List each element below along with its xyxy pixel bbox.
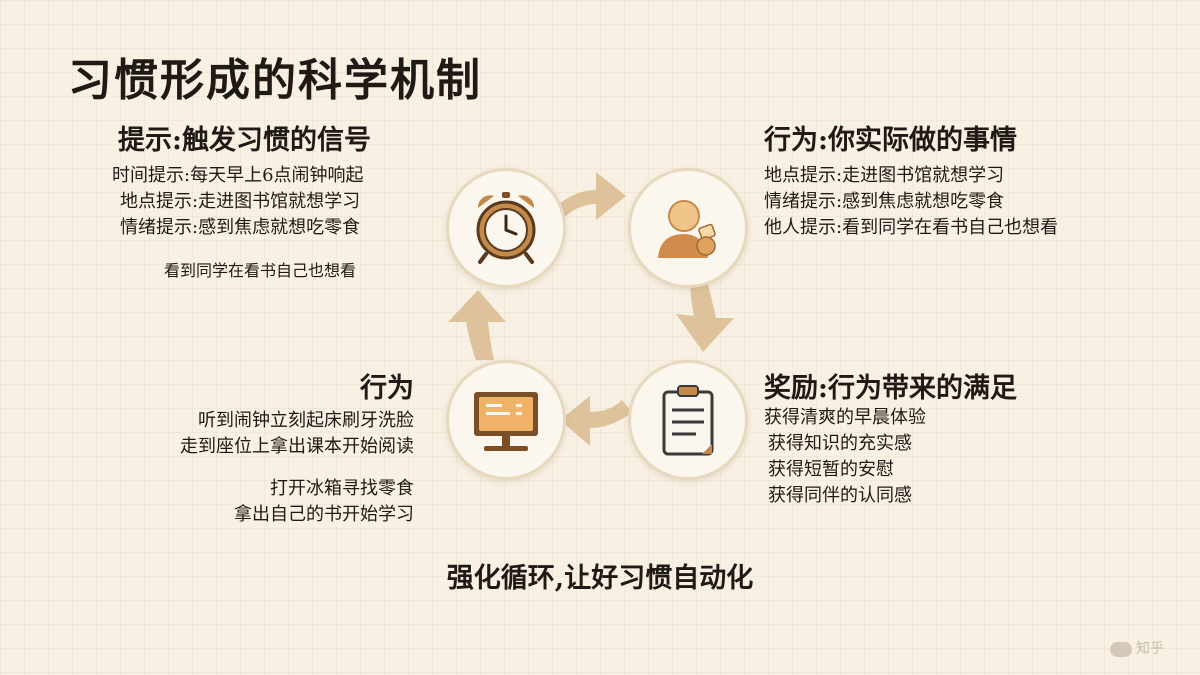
arrow-right <box>676 276 734 352</box>
action-item: 打开冰箱寻找零食 <box>270 478 414 499</box>
reward-item: 获得知识的充实感 <box>768 433 912 454</box>
footer-caption: 强化循环,让好习惯自动化 <box>446 563 754 594</box>
behavior-item: 他人提示:看到同学在看书自己也想看 <box>764 217 1059 238</box>
reward-item: 获得清爽的早晨体验 <box>764 407 926 428</box>
page-title: 习惯形成的科学机制 <box>68 55 482 106</box>
behavior-heading: 行为:你实际做的事情 <box>764 125 1017 156</box>
action-group-2: 打开冰箱寻找零食 拿出自己的书开始学习 <box>104 476 414 528</box>
behavior-item: 地点提示:走进图书馆就想学习 <box>764 165 1005 186</box>
cue-item: 情绪提示:感到焦虑就想吃零食 <box>120 217 361 238</box>
clipboard-icon <box>662 385 714 456</box>
action-item: 拿出自己的书开始学习 <box>234 504 414 525</box>
reward-item: 获得同伴的认同感 <box>768 485 912 506</box>
watermark: 知乎 <box>1110 638 1164 658</box>
monitor-icon <box>474 392 538 451</box>
reward-heading: 奖励:行为带来的满足 <box>764 373 1017 404</box>
reward-icon-circle <box>628 360 748 480</box>
behavior-list: 地点提示:走进图书馆就想学习 情绪提示:感到焦虑就想吃零食 他人提示:看到同学在… <box>764 163 1058 241</box>
action-icon-circle <box>446 360 566 480</box>
behavior-icon-circle <box>628 168 748 288</box>
watermark-text: 知乎 <box>1136 641 1164 657</box>
reward-item: 获得短暂的安慰 <box>768 459 894 480</box>
action-heading: 行为 <box>360 373 414 404</box>
arrow-left <box>448 290 506 360</box>
arrow-top <box>550 172 626 222</box>
alarm-clock-icon <box>476 192 536 264</box>
cue-extra: 看到同学在看书自己也想看 <box>164 261 357 280</box>
behavior-item: 情绪提示:感到焦虑就想吃零食 <box>764 191 1005 212</box>
action-item: 走到座位上拿出课本开始阅读 <box>180 436 414 457</box>
arrow-bottom <box>560 396 632 446</box>
cue-icon-circle <box>446 168 566 288</box>
person-icon <box>658 200 716 258</box>
zhihu-logo-icon <box>1110 641 1132 657</box>
action-item: 听到闹钟立刻起床刷牙洗脸 <box>198 410 414 431</box>
cue-list: 时间提示:每天早上6点闹钟响起 地点提示:走进图书馆就想学习 情绪提示:感到焦虑… <box>112 163 364 241</box>
cue-heading: 提示:触发习惯的信号 <box>118 125 371 156</box>
cue-item: 地点提示:走进图书馆就想学习 <box>120 191 361 212</box>
reward-list: 获得清爽的早晨体验 获得知识的充实感 获得短暂的安慰 获得同伴的认同感 <box>764 405 926 509</box>
cue-item: 时间提示:每天早上6点闹钟响起 <box>112 165 364 186</box>
action-group-1: 听到闹钟立刻起床刷牙洗脸 走到座位上拿出课本开始阅读 <box>104 408 414 460</box>
